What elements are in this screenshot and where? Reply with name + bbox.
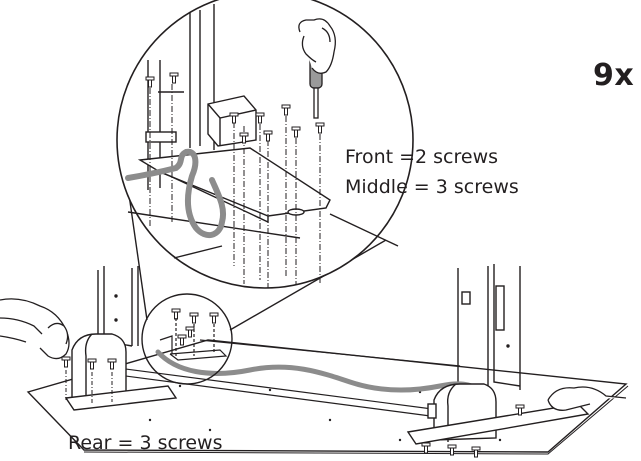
hand-icon (298, 18, 336, 74)
screw-count-label: 9x (593, 58, 635, 93)
base-plate-edge (83, 385, 629, 455)
right-frame-post (457, 264, 521, 390)
rear-screws-label: Rear = 3 screws (68, 432, 223, 454)
zoom-source-screws (171, 308, 219, 346)
middle-screws-label: Middle = 3 screws (345, 176, 519, 198)
hand-icon (0, 298, 70, 360)
gray-cable (155, 349, 483, 393)
zoom-source-bracket (159, 318, 228, 361)
gray-cable-detail (125, 148, 226, 239)
front-foot-bracket (406, 383, 590, 445)
zoom-detail-circle (116, 0, 414, 289)
base-plate (26, 339, 628, 453)
screw-guide-lines (149, 84, 321, 288)
base-screw-dashes (65, 370, 113, 404)
hand-icon (547, 386, 627, 411)
horizontal-rods (117, 339, 461, 418)
rear-foot-bracket (64, 333, 178, 411)
front-screws-label: Front =2 screws (345, 146, 499, 168)
zoom-source-circle (141, 293, 233, 385)
